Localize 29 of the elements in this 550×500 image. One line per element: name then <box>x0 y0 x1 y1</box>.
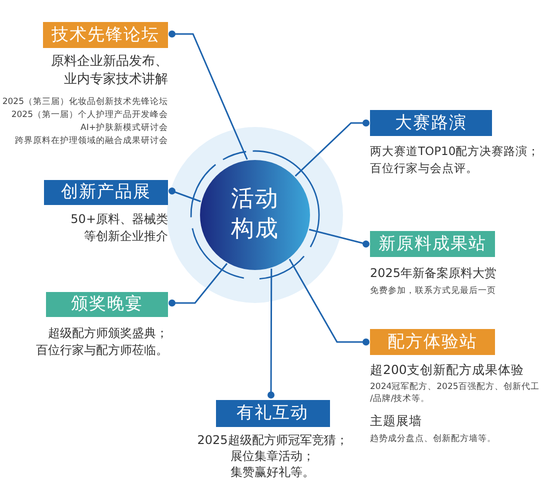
title-banner: 大赛路演 <box>370 110 492 136</box>
title-banner: 技术先锋论坛 <box>43 22 168 48</box>
description-text: 两大赛道TOP10配方决赛路演；百位行家与会点评。 <box>370 143 541 176</box>
subheading-text: 主题展墙 <box>370 413 422 430</box>
note-text: 2024冠军配方、2025百强配方、创新代工/品牌/技术等。 <box>370 380 540 406</box>
description-text: 2025超级配方师冠军竞猜；展位集章活动；集赞赢好礼等。 <box>196 432 349 481</box>
title-banner: 新原料成果站 <box>370 231 495 257</box>
connector-line <box>168 188 201 202</box>
note-text: 2025（第三届）化妆品创新技术先锋论坛 <box>2 97 168 108</box>
description-text: 50+原料、器械类等创新企业推介 <box>70 211 168 246</box>
note-text: 2025（第一届）个人护理产品开发峰会 <box>11 110 168 122</box>
connector-line <box>168 30 248 160</box>
note-text: 免费参加，联系方式见最后一页 <box>370 284 497 298</box>
connector-line <box>288 258 370 346</box>
connector-line <box>308 228 370 248</box>
title-banner: 配方体验站 <box>370 329 495 355</box>
connector-line <box>268 268 274 398</box>
title-banner: 颁奖晚宴 <box>46 292 168 317</box>
description-text: 原料企业新品发布、业内专家技术讲解 <box>50 53 168 90</box>
title-banner: 有礼互动 <box>216 400 330 427</box>
description-text: 2025年新备案原料大赏 <box>370 265 498 282</box>
connector-line <box>168 263 228 306</box>
note-text: AI+护肤新模式研讨会 <box>80 123 168 134</box>
description-text: 超级配方师颁奖盛典；百位行家与配方师莅临。 <box>35 325 168 360</box>
description-text: 超200支创新配方成果体验 <box>370 361 525 378</box>
note-text: 趋势成分盘点、创新配方墙等。 <box>370 434 496 446</box>
title-banner: 创新产品展 <box>44 180 168 205</box>
connector-line <box>294 120 370 177</box>
note-text: 跨界原料在护理领域的融合成果研讨会 <box>15 136 168 148</box>
